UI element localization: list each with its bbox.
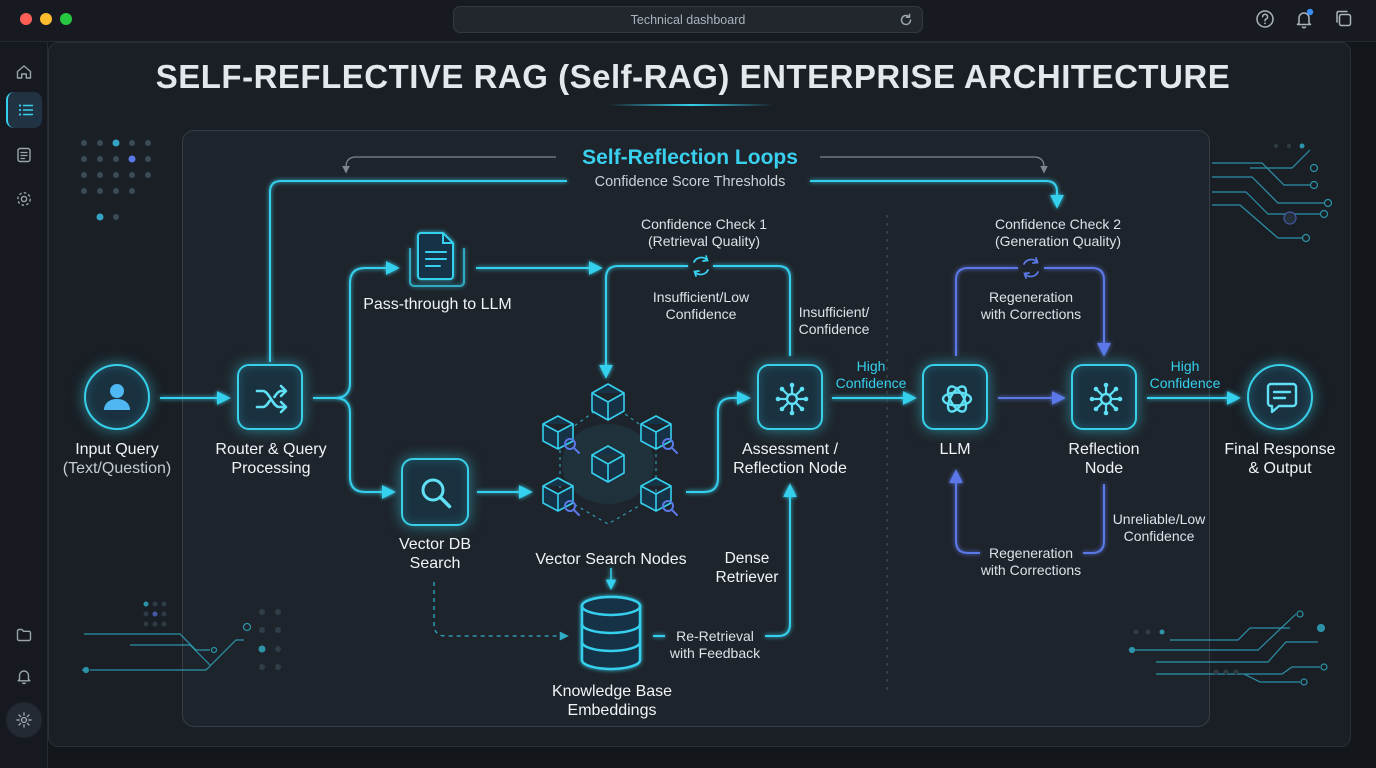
loops-subtitle: Confidence Score Thresholds <box>594 174 786 190</box>
sidebar <box>0 42 48 768</box>
sidebar-item-documents[interactable] <box>6 137 42 173</box>
bell-icon <box>17 670 31 685</box>
windows-icon[interactable] <box>1333 8 1355 30</box>
cube-right-bottom <box>640 477 672 512</box>
close-window-button[interactable] <box>20 13 32 25</box>
input-query-label: Input Query (Text/Question) <box>62 441 172 477</box>
edge-router-loop <box>269 180 567 362</box>
check1-refresh-icon <box>693 255 709 277</box>
edge-nodes-assessment <box>686 391 751 493</box>
sidebar-item-folder[interactable] <box>6 617 42 653</box>
edge-kb-assessment <box>653 486 790 637</box>
network-hub-icon <box>1089 382 1123 416</box>
vector-search-cluster <box>542 383 678 525</box>
edge-router-vectordb <box>334 397 396 499</box>
edge-check2-reflection <box>1044 267 1111 357</box>
edge-llm-check2 <box>955 267 1018 356</box>
cube-left-top <box>542 415 574 450</box>
vector-nodes-label: Vector Search Nodes <box>535 551 687 568</box>
loop-line-left <box>342 156 556 174</box>
folder-icon <box>16 628 32 642</box>
shuffle-icon <box>255 384 288 414</box>
address-bar-text: Technical dashboard <box>630 13 746 27</box>
edge-router-passthrough <box>313 261 400 399</box>
unreliable-low-label: Unreliable/Low Confidence <box>1112 511 1206 544</box>
edge-assessment-check1 <box>713 265 791 356</box>
edge-check1-vectornodes <box>599 265 688 379</box>
edge-vectordb-kb <box>433 582 569 641</box>
cube-center <box>591 445 625 483</box>
chat-bubble-icon <box>1266 382 1298 414</box>
decor-dots-left <box>81 139 151 221</box>
final-response-label: Final Response & Output <box>1224 441 1336 477</box>
maximize-window-button[interactable] <box>60 13 72 25</box>
home-icon <box>16 65 32 79</box>
reflection-node[interactable] <box>1071 364 1137 430</box>
loops-title: Self-Reflection Loops <box>582 146 798 169</box>
diagram-title: SELF-REFLECTIVE RAG (Self-RAG) ENTERPRIS… <box>155 58 1231 95</box>
minimize-window-button[interactable] <box>40 13 52 25</box>
final-response-node[interactable] <box>1247 364 1313 430</box>
cog-icon <box>16 712 32 728</box>
edge-regen-llm <box>949 469 980 554</box>
address-bar[interactable]: Technical dashboard <box>453 6 923 33</box>
vector-db-label: Vector DB Search <box>398 536 472 572</box>
window-titlebar: Technical dashboard <box>0 0 1376 42</box>
edge-reflection-regen <box>1083 484 1105 554</box>
decor-circuit-bottom-left <box>82 601 281 674</box>
re-retrieval-label: Re-Retrieval with Feedback <box>669 628 761 661</box>
passthrough-label: Pass-through to LLM <box>363 296 512 313</box>
sidebar-item-settings[interactable] <box>6 181 42 217</box>
assessment-node[interactable] <box>757 364 823 430</box>
gear-icon <box>17 192 31 206</box>
vector-db-search-node[interactable] <box>401 458 469 526</box>
knowledge-base-label: Knowledge Base Embeddings <box>551 683 673 719</box>
list-icon <box>18 104 34 116</box>
dense-retriever-label: Dense Retriever <box>715 550 779 586</box>
high-confidence-label-1: High Confidence <box>835 358 907 391</box>
decor-circuit-right <box>1212 143 1333 243</box>
llm-label: LLM <box>939 441 971 458</box>
confidence-check-1-label: Confidence Check 1 (Retrieval Quality) <box>640 216 768 249</box>
assessment-label: Assessment / Reflection Node <box>733 441 847 477</box>
user-icon <box>104 384 130 410</box>
network-hub-icon <box>775 382 809 416</box>
llm-node[interactable] <box>922 364 988 430</box>
high-confidence-label-2: High Confidence <box>1149 358 1221 391</box>
check2-refresh-icon <box>1023 257 1039 279</box>
insufficient-confidence-label: Insufficient/ Confidence <box>798 304 870 337</box>
regeneration-top-label: Regeneration with Corrections <box>980 289 1082 322</box>
router-label: Router & Query Processing <box>215 441 327 477</box>
reload-icon[interactable] <box>897 11 915 29</box>
cube-left-bottom <box>542 477 574 512</box>
document-stack-icon <box>409 232 465 287</box>
notification-bell-icon[interactable] <box>1293 8 1315 30</box>
help-icon[interactable] <box>1254 8 1276 30</box>
document-icon <box>17 147 31 163</box>
sidebar-item-home[interactable] <box>6 54 42 90</box>
magnifier-icon <box>421 478 452 509</box>
llm-knot-icon <box>941 385 973 413</box>
input-query-node[interactable] <box>84 364 150 430</box>
regeneration-bottom-label: Regeneration with Corrections <box>980 545 1082 578</box>
title-underline <box>608 104 774 106</box>
router-node[interactable] <box>237 364 303 430</box>
cube-top <box>591 383 625 421</box>
decor-circuit-bottom-right <box>1128 610 1328 686</box>
sidebar-item-preferences[interactable] <box>6 702 42 738</box>
loop-line-right <box>820 156 1048 174</box>
insufficient-low-label: Insufficient/Low Confidence <box>652 289 750 322</box>
database-icon <box>580 595 642 671</box>
sidebar-item-alerts[interactable] <box>6 658 42 694</box>
confidence-check-2-label: Confidence Check 2 (Generation Quality) <box>994 216 1122 249</box>
reflection-label: Reflection Node <box>1068 441 1140 477</box>
sidebar-item-list[interactable] <box>6 92 42 128</box>
edge-loop-check2 <box>810 180 1064 209</box>
cube-right-top <box>640 415 672 450</box>
diagram-frame <box>182 130 1210 727</box>
